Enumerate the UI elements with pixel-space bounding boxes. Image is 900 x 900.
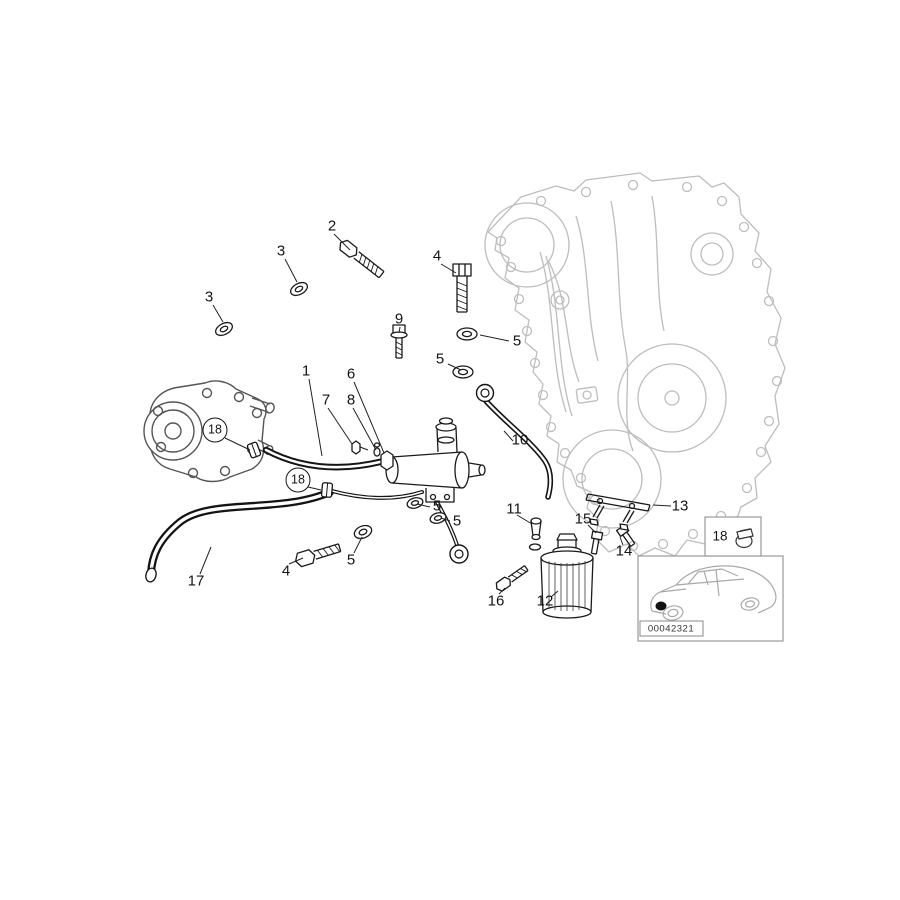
part-label-5[interactable]: 5 [512, 332, 522, 350]
part-label-1[interactable]: 1 [301, 362, 311, 380]
part-label-3[interactable]: 3 [204, 288, 214, 306]
car-inset [637, 555, 784, 642]
code-box [639, 620, 704, 637]
engine-ribs [539, 195, 665, 452]
part-label-13[interactable]: 13 [671, 497, 689, 515]
fitting-8 [373, 442, 381, 457]
ring-3b [214, 321, 234, 337]
fitting-7 [351, 440, 369, 455]
part-label-9[interactable]: 9 [394, 310, 404, 328]
part-label-11[interactable]: 11 [506, 500, 522, 518]
part-label-2[interactable]: 2 [327, 217, 337, 235]
part-label-3[interactable]: 3 [276, 242, 286, 260]
part-label-5[interactable]: 5 [432, 497, 442, 515]
ring-5a [456, 327, 478, 341]
clamp-legend-number[interactable]: 18 [712, 528, 728, 544]
part-label-5[interactable]: 5 [435, 350, 445, 368]
clamp-legend-box [704, 516, 762, 557]
bolt-4-bottom [294, 543, 342, 568]
bracket-13 [585, 493, 651, 531]
part-label-17[interactable]: 17 [187, 572, 205, 590]
ring-5e [353, 524, 373, 540]
ring-3a [289, 281, 309, 297]
hose-clamp-b [320, 482, 334, 498]
hose-10 [483, 398, 553, 500]
banjo-eye-bottom [449, 544, 469, 564]
part-label-12[interactable]: 12 [536, 592, 554, 610]
bolts [294, 239, 636, 592]
engine-bolt-holes [495, 179, 783, 552]
part-label-6[interactable]: 6 [346, 365, 356, 383]
part-label-5[interactable]: 5 [452, 512, 462, 530]
ring-5d [429, 512, 447, 524]
ring-5c [406, 497, 424, 509]
part-label-5[interactable]: 5 [346, 551, 356, 569]
leader-lines [199, 233, 672, 598]
part-label-4[interactable]: 4 [281, 562, 291, 580]
part-label-7[interactable]: 7 [321, 391, 331, 409]
part-label-18-circled[interactable]: 18 [202, 417, 228, 443]
part-label-10[interactable]: 10 [511, 431, 529, 449]
part-label-4[interactable]: 4 [432, 247, 442, 265]
car-sketch [650, 565, 777, 621]
part-label-15[interactable]: 15 [574, 510, 592, 528]
fitting-6 [380, 450, 394, 471]
bolt-9 [390, 324, 408, 359]
diagram-code: 00042321 [647, 623, 695, 635]
part-label-8[interactable]: 8 [346, 391, 356, 409]
part-label-16[interactable]: 16 [487, 592, 505, 610]
bolt-16 [495, 565, 529, 592]
bolt-4-top [452, 263, 472, 313]
filter-12-drawing [540, 533, 594, 619]
bolt-15 [590, 530, 604, 555]
part-label-14[interactable]: 14 [615, 542, 633, 560]
fitting-11 [528, 517, 542, 551]
banjo-eye-top [475, 383, 495, 403]
engine-timing-cover-drawing [484, 172, 786, 557]
location-marker-dot [655, 601, 667, 611]
clamp-icon [735, 528, 754, 549]
part-label-18-circled[interactable]: 18 [285, 467, 311, 493]
seal-rings [214, 281, 478, 540]
valve-block-drawing [351, 417, 486, 503]
hose-clamp-a [246, 441, 262, 459]
